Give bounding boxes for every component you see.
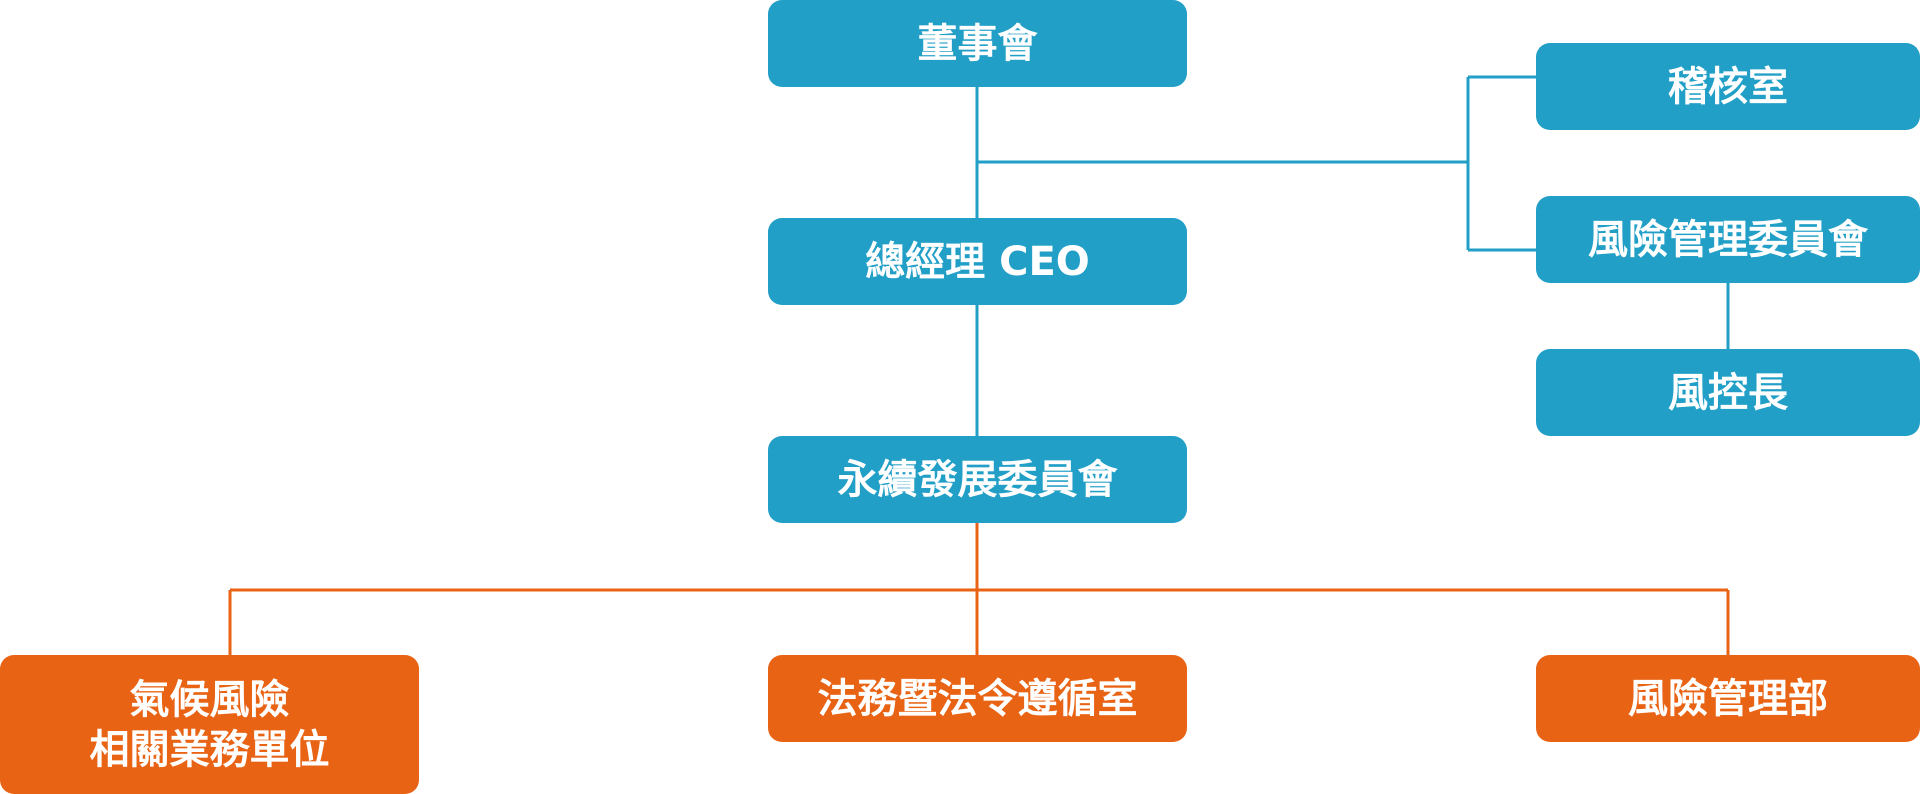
- climate-units-box: 氣候風險 相關業務單位: [0, 655, 419, 794]
- climate-units-label-line1: 氣候風險: [129, 676, 290, 723]
- ceo-label: 總經理 CEO: [865, 238, 1090, 285]
- risk-committee-label: 風險管理委員會: [1588, 216, 1868, 263]
- risk-committee-box: 風險管理委員會: [1536, 196, 1920, 283]
- ceo-box: 總經理 CEO: [768, 218, 1187, 305]
- legal-compliance-box: 法務暨法令遵循室: [768, 655, 1187, 742]
- audit-office-label: 稽核室: [1668, 63, 1788, 110]
- board-box: 董事會: [768, 0, 1187, 87]
- climate-units-label-line2: 相關業務單位: [89, 726, 330, 773]
- legal-compliance-label: 法務暨法令遵循室: [817, 675, 1138, 722]
- cro-label: 風控長: [1668, 369, 1788, 416]
- risk-dept-label: 風險管理部: [1628, 675, 1828, 722]
- board-label: 董事會: [917, 20, 1038, 67]
- risk-dept-box: 風險管理部: [1536, 655, 1920, 742]
- sustainability-committee-label: 永續發展委員會: [837, 456, 1118, 503]
- sustainability-committee-box: 永續發展委員會: [768, 436, 1187, 523]
- audit-office-box: 稽核室: [1536, 43, 1920, 130]
- cro-box: 風控長: [1536, 349, 1920, 436]
